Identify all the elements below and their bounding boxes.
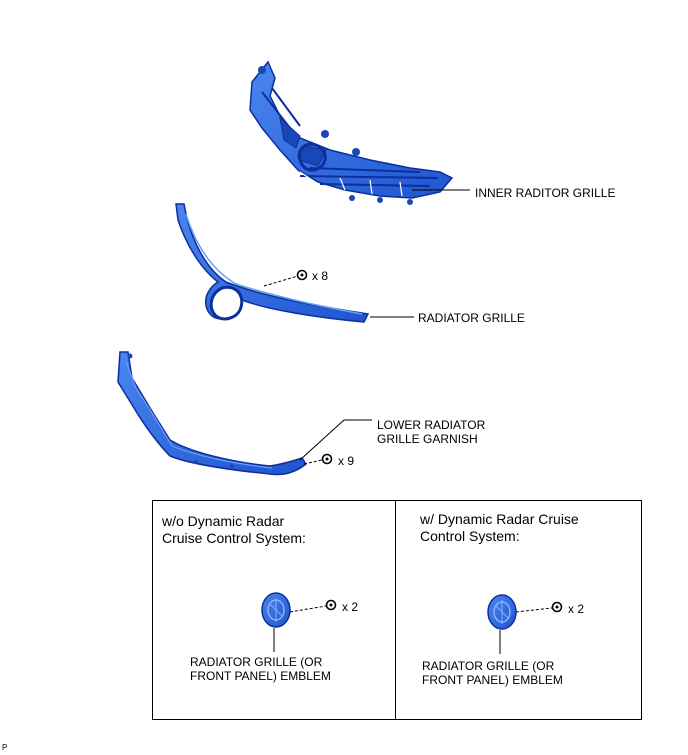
- box-right-qty: x 2: [568, 602, 585, 616]
- box-left-title-line1: w/o Dynamic Radar: [162, 513, 285, 529]
- label-lower-garnish-line1: LOWER RADIATOR: [377, 418, 486, 432]
- corner-mark: P: [2, 743, 8, 752]
- box-right-emblem-line2: FRONT PANEL) EMBLEM: [422, 673, 563, 687]
- label-lower-garnish-line2: GRILLE GARNISH: [377, 432, 478, 446]
- box-right-emblem-line1: RADIATOR GRILLE (OR: [422, 659, 555, 673]
- box-right-title-line1: w/ Dynamic Radar Cruise: [420, 511, 579, 527]
- clip-icon: [296, 269, 308, 281]
- emblem-part: [261, 592, 291, 628]
- box-left-title-line2: Cruise Control System:: [162, 530, 306, 546]
- clip-icon: [325, 599, 337, 611]
- clip-icon: [321, 453, 333, 465]
- label-qty-radiator-grille-clips: x 8: [312, 269, 329, 283]
- emblem-part: [487, 594, 517, 630]
- box-left-emblem-line1: RADIATOR GRILLE (OR: [190, 655, 323, 669]
- label-inner-radiator-grille: INNER RADITOR GRILLE: [475, 186, 616, 200]
- box-right-title-line2: Control System:: [420, 528, 520, 544]
- label-radiator-grille: RADIATOR GRILLE: [418, 311, 525, 325]
- label-qty-lower-garnish-clips: x 9: [338, 454, 355, 468]
- clip-icon: [551, 601, 563, 613]
- inner-radiator-grille-part: [249, 60, 454, 205]
- lower-garnish-leader: [299, 419, 372, 461]
- variant-panel-frame: [152, 500, 642, 720]
- lower-radiator-grille-garnish-part: [117, 351, 308, 476]
- box-left-emblem-line2: FRONT PANEL) EMBLEM: [190, 669, 331, 683]
- radiator-grille-part: [175, 203, 370, 323]
- box-left-qty: x 2: [342, 600, 359, 614]
